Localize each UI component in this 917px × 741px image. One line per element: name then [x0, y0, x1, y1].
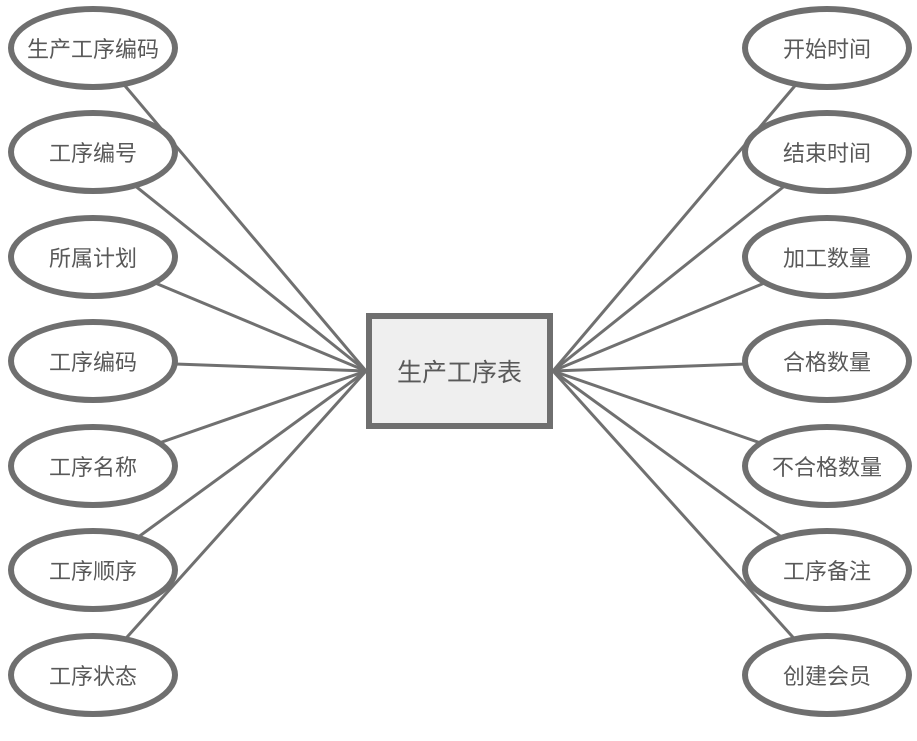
attribute-node-creator-member: 创建会员	[742, 633, 912, 717]
connector-line	[91, 369, 368, 677]
attribute-node-process-remark: 工序备注	[742, 528, 912, 612]
attribute-node-process-code: 工序编码	[8, 319, 178, 403]
attribute-node-qualified-quantity: 合格数量	[742, 319, 912, 403]
attribute-node-unqualified-quantity: 不合格数量	[742, 424, 912, 508]
attribute-node-process-status: 工序状态	[8, 633, 178, 717]
connector-line	[552, 150, 828, 373]
attribute-node-process-order: 工序顺序	[8, 528, 178, 612]
attribute-node-process-number: 工序编号	[8, 110, 178, 194]
attribute-node-parent-plan: 所属计划	[8, 215, 178, 299]
attribute-node-end-time: 结束时间	[742, 110, 912, 194]
connector-line	[551, 47, 829, 372]
connector-line	[92, 150, 367, 373]
attribute-node-start-time: 开始时间	[742, 6, 912, 90]
connector-line	[91, 47, 368, 372]
attribute-node-production-process-code: 生产工序编码	[8, 6, 178, 90]
attribute-node-processed-quantity: 加工数量	[742, 215, 912, 299]
entity-node-production-process-table: 生产工序表	[366, 313, 553, 429]
attribute-node-process-name: 工序名称	[8, 424, 178, 508]
connector-line	[551, 369, 829, 677]
